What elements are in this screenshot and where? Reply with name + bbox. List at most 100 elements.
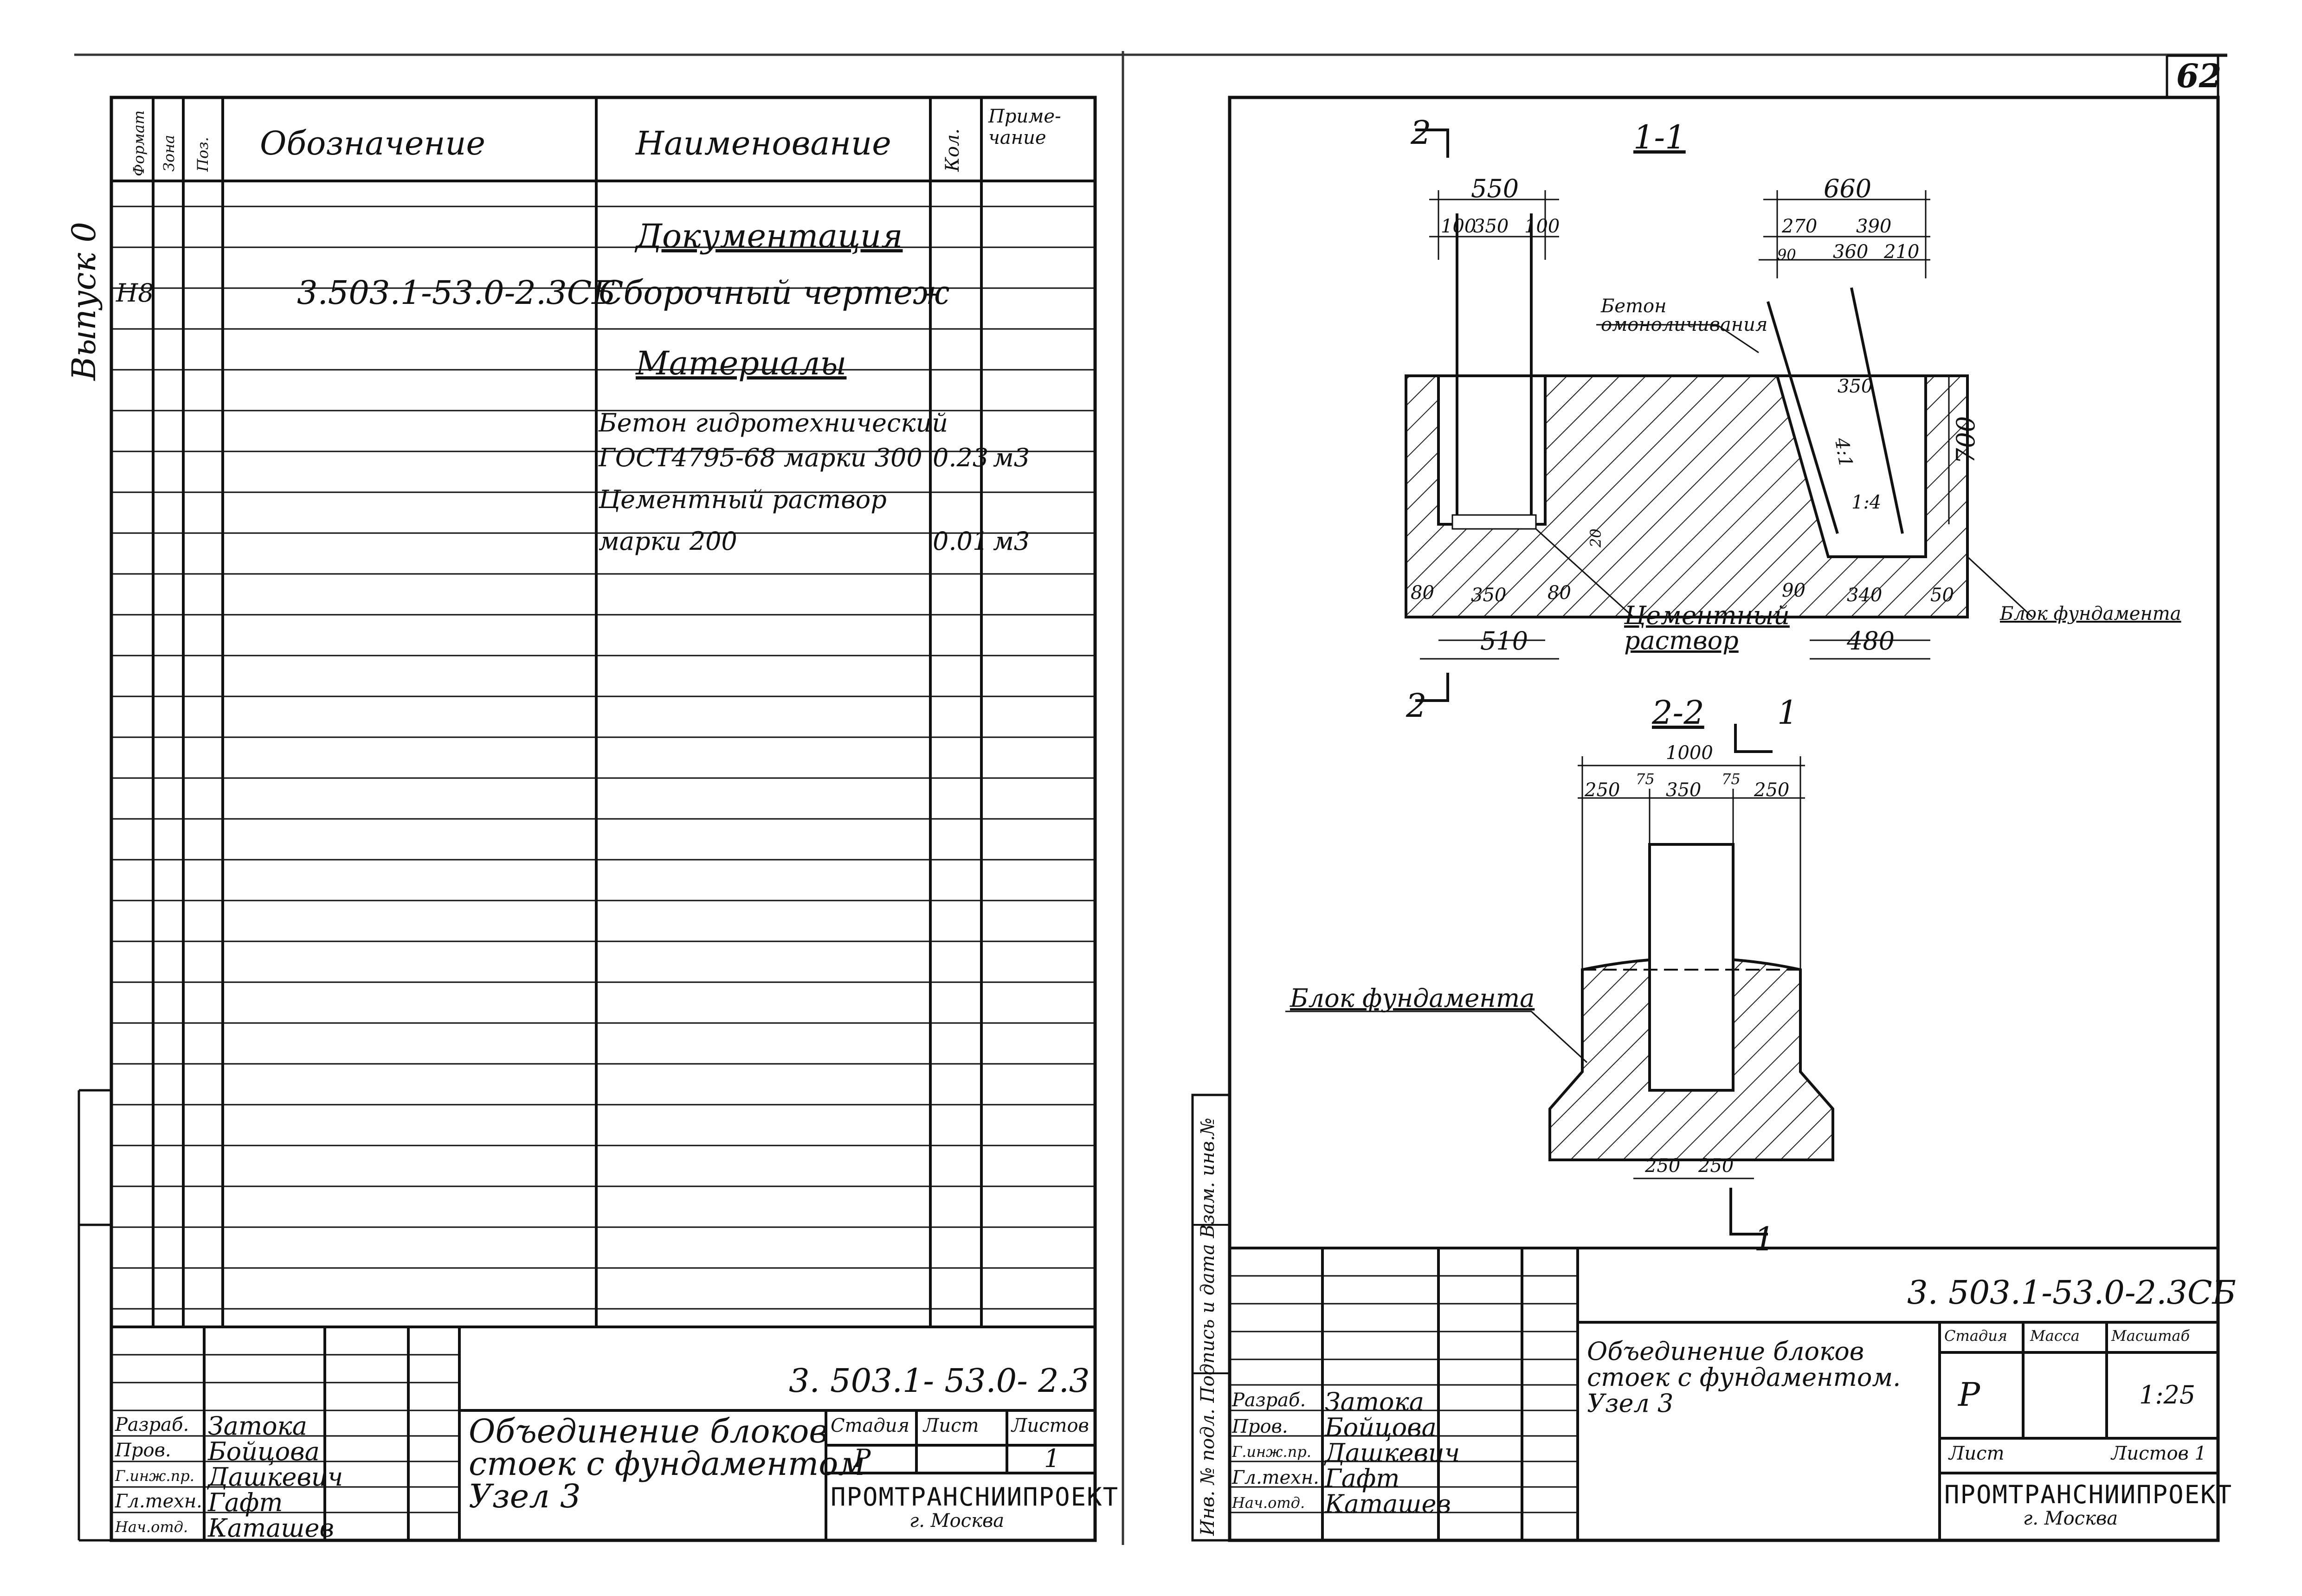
cut-label-bottom: 1	[1754, 1220, 1775, 1258]
dim-label: 700	[1951, 416, 1980, 464]
row-name: ГОСТ4795-68 марки 300	[599, 443, 922, 472]
role: Г.инж.пр.	[115, 1467, 194, 1485]
dim-label: 350	[1838, 376, 1873, 397]
label-foundation-block: Блок фундамента	[2000, 603, 2181, 624]
cut-label-top: 2	[1411, 114, 1431, 152]
header-pos: Поз.	[194, 137, 212, 172]
drawing-title: Объединение блоков стоек с фундаментом. …	[1587, 1337, 1901, 1418]
dim-label: 390	[1856, 216, 1892, 237]
dim-label: 250	[1754, 779, 1790, 801]
person-name: Бойцова	[208, 1437, 320, 1466]
row-heading-materials: Материалы	[636, 344, 847, 382]
dim-label: 250	[1585, 779, 1620, 801]
row-note: м3	[993, 443, 1030, 472]
dim-label: 350	[1666, 779, 1702, 801]
dim-label: 250	[1698, 1155, 1734, 1177]
org-name: ПРОМТРАНСНИИПРОЕКТ	[831, 1482, 1119, 1512]
slope-label: 1:4	[1851, 492, 1882, 513]
section-title: 2-2	[1652, 694, 1704, 732]
person-name: Гафт	[208, 1488, 283, 1517]
dim-label: 480	[1847, 626, 1895, 656]
dim-label: 350	[1471, 585, 1507, 606]
mass-label: Масса	[2030, 1327, 2080, 1345]
dim-label: 80	[1411, 582, 1434, 604]
role: Гл.техн.	[1232, 1467, 1319, 1488]
sheets-label: Листов 1	[2111, 1443, 2206, 1464]
role: Гл.техн.	[115, 1491, 202, 1512]
dim-label: 210	[1884, 241, 1920, 263]
row-name: марки 200	[599, 527, 737, 556]
label-mortar: Цементный раствор	[1624, 601, 1790, 655]
role: Нач.отд.	[115, 1518, 188, 1536]
role: Разраб.	[115, 1414, 189, 1435]
header-zone: Зона	[160, 135, 178, 172]
stage-value: Р	[854, 1444, 871, 1473]
section-2-2-drawing	[1285, 724, 1834, 1236]
dim-label: 360	[1833, 241, 1869, 263]
dim-label: 75	[1636, 770, 1655, 788]
dim-label: 100	[1441, 216, 1477, 237]
person-name: Дашкевич	[1325, 1438, 1460, 1467]
dim-label: 20	[1587, 528, 1605, 547]
person-name: Гафт	[1325, 1464, 1400, 1493]
person-name: Дашкевич	[208, 1462, 343, 1492]
org-city: г. Москва	[909, 1510, 1005, 1532]
dim-label: 1000	[1666, 742, 1713, 764]
person-name: Бойцова	[1325, 1413, 1437, 1442]
sheet-label: Лист	[1949, 1443, 2005, 1464]
role: Разраб.	[1232, 1390, 1306, 1411]
header-name: Наименование	[636, 124, 891, 162]
section-title: 1-1	[1633, 118, 1686, 156]
org-city: г. Москва	[2023, 1508, 2118, 1529]
person-name: Затока	[208, 1411, 307, 1441]
side-label: Выпуск 0	[65, 222, 103, 380]
dim-label: 80	[1548, 582, 1571, 604]
dim-label: 90	[1782, 580, 1805, 601]
role: Пров.	[1232, 1416, 1288, 1437]
scale-label: Масштаб	[2111, 1327, 2190, 1345]
dim-label: 550	[1471, 174, 1519, 203]
role: Пров.	[115, 1440, 171, 1461]
label-concrete: Бетон омоноличивания	[1601, 296, 1768, 335]
person-name: Затока	[1325, 1387, 1424, 1416]
cut-label-bottom: 2	[1406, 687, 1427, 725]
dim-label: 510	[1480, 626, 1528, 656]
person-name: Каташев	[1325, 1489, 1451, 1519]
dim-label: 660	[1824, 174, 1872, 203]
role: Г.инж.пр.	[1232, 1443, 1311, 1461]
org-name: ПРОМТРАНСНИИПРОЕКТ	[1944, 1480, 2233, 1509]
header-qty: Кол.	[942, 128, 963, 172]
row-note: м3	[993, 527, 1030, 556]
dim-label: 350	[1473, 216, 1509, 237]
row-name: Сборочный чертеж	[599, 274, 950, 312]
section-1-1-drawing	[1405, 129, 2033, 702]
person-name: Каташев	[208, 1513, 334, 1543]
dim-label: 50	[1930, 585, 1954, 606]
drawing-code: 3. 503.1- 53.0- 2.3	[789, 1362, 1090, 1400]
dim-label: 100	[1524, 216, 1560, 237]
drawing-title: Объединение блоков стоек с фундаментом У…	[469, 1412, 865, 1515]
label-foundation-block: Блок фундамента	[1290, 984, 1535, 1013]
stage-label: Стадия	[1944, 1327, 2007, 1345]
row-name: Бетон гидротехнический	[599, 408, 948, 438]
scale-value: 1:25	[2139, 1380, 2196, 1409]
header-designation: Обозначение	[260, 124, 485, 162]
sheet-label: Лист	[923, 1415, 979, 1436]
dim-label: 340	[1847, 585, 1883, 606]
row-qty: 0.01	[933, 527, 989, 556]
drawing-code: 3. 503.1-53.0-2.3СБ	[1907, 1274, 2236, 1312]
sheets-value: 1	[1044, 1444, 1060, 1473]
side-stamp: Инв. № подл. Подпись и дата Взам. инв.№	[1197, 1117, 1219, 1536]
row-qty: 0.23	[933, 443, 989, 472]
stage-value: Р	[1958, 1376, 1980, 1414]
dim-label: 90	[1777, 246, 1796, 264]
dim-label: 270	[1782, 216, 1818, 237]
row-format: Н8	[116, 278, 154, 308]
header-note: Приме- чание	[988, 106, 1061, 148]
dim-label: 250	[1645, 1155, 1681, 1177]
dim-label: 75	[1722, 770, 1741, 788]
row-heading-documentation: Документация	[636, 217, 903, 255]
row-designation: 3.503.1-53.0-2.3СБ	[297, 274, 616, 312]
cut-label-top: 1	[1777, 694, 1798, 732]
